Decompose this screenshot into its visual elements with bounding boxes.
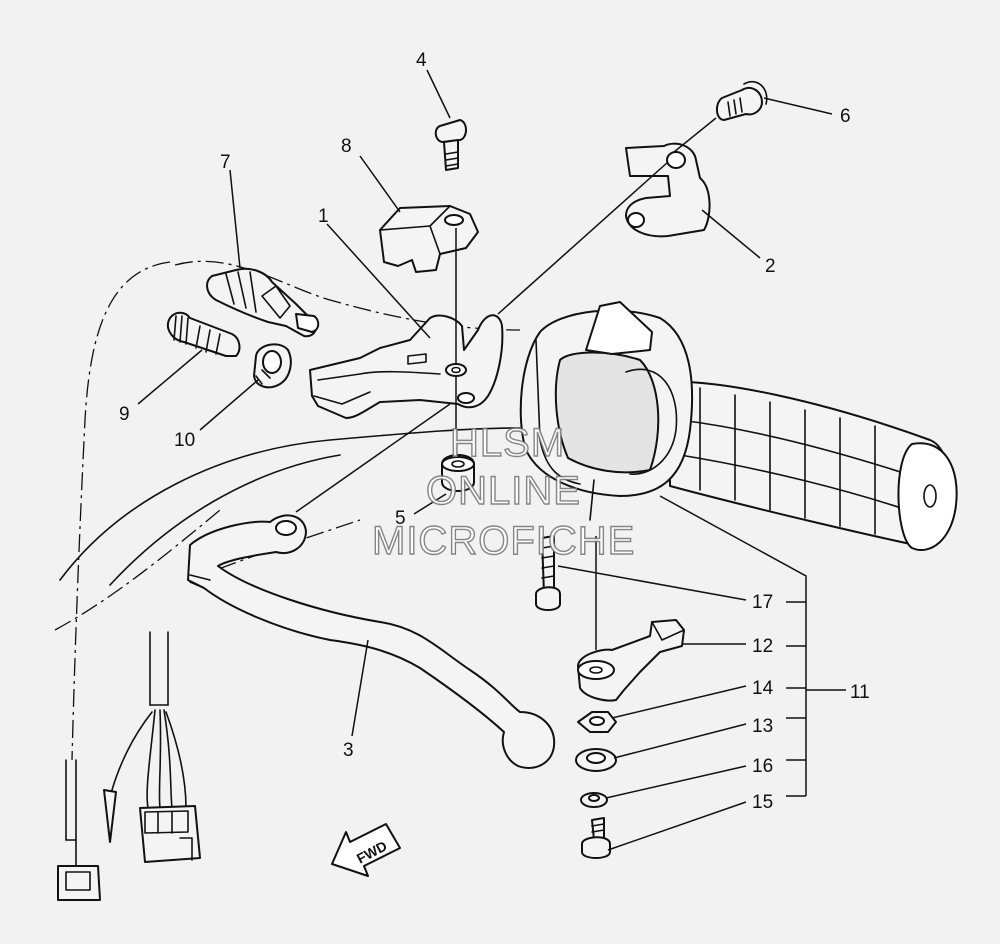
callout-13: 13 <box>752 716 773 737</box>
part-10-locknut <box>253 343 292 389</box>
callout-5: 5 <box>395 508 406 529</box>
part-11-switch-assembly <box>519 301 694 521</box>
watermark-line-3: MICROFICHE <box>372 519 635 563</box>
part-4-pivot-bolt <box>434 119 467 171</box>
leader-lines <box>137 69 846 851</box>
handlebar-grip <box>669 380 958 551</box>
multi-pin-connector <box>139 805 201 863</box>
part-2-clamp <box>625 142 711 238</box>
forward-direction-arrow-icon: FWD <box>331 823 401 877</box>
callout-15: 15 <box>752 792 773 813</box>
part-9-adjuster-bolt <box>166 311 241 357</box>
callout-3: 3 <box>343 740 354 761</box>
part-5-collar <box>441 454 475 492</box>
callout-8: 8 <box>341 136 352 157</box>
callout-11: 11 <box>850 682 870 703</box>
watermark-line-2: ONLINE <box>426 469 581 513</box>
part-7-cable-adjuster <box>206 267 320 338</box>
callout-6: 6 <box>840 106 851 127</box>
callout-16: 16 <box>752 756 773 777</box>
part-17-screw <box>535 535 561 611</box>
callout-9: 9 <box>119 404 130 425</box>
callout-10: 10 <box>174 430 195 451</box>
terminal-spike-icon <box>103 789 117 843</box>
callout-1: 1 <box>318 206 329 227</box>
part-8-switch-block <box>379 205 479 273</box>
part-14-nut <box>577 711 617 733</box>
lead-wire-connector <box>57 759 101 901</box>
switch-knob-icon <box>585 301 653 355</box>
part-16-spring-washer <box>580 792 608 808</box>
part-13-washer <box>575 748 617 772</box>
part-6-bolt <box>716 80 768 121</box>
callout-7: 7 <box>220 152 231 173</box>
part-15-screw <box>581 817 611 859</box>
part-1-lever-holder <box>309 314 504 419</box>
switch-wire-harness <box>103 631 187 843</box>
watermark: HLSM ONLINE MICROFICHE <box>371 420 635 563</box>
part-3-lever <box>187 514 556 769</box>
watermark-line-1: HLSM <box>450 421 565 465</box>
part-12-actuator <box>577 619 685 702</box>
callout-2: 2 <box>765 256 776 277</box>
callout-4: 4 <box>416 50 427 71</box>
callout-14: 14 <box>752 678 774 699</box>
callout-17: 17 <box>752 592 773 613</box>
callout-12: 12 <box>752 636 773 657</box>
callout-labels: 1 2 3 4 5 6 7 8 9 10 11 12 13 14 15 16 1… <box>119 50 870 813</box>
